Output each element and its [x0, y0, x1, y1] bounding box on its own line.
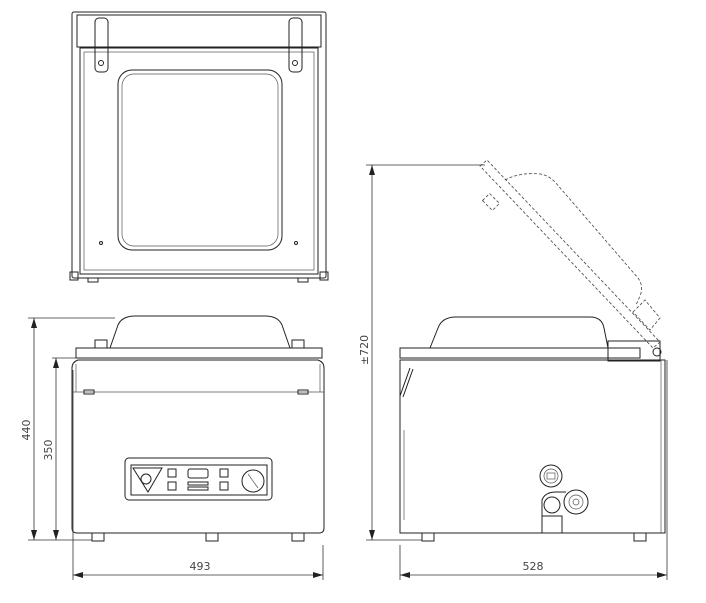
dimension-label-open-height: ±720	[358, 335, 371, 365]
hinge-plate-left	[94, 17, 109, 73]
dimension-label-width: 493	[190, 560, 211, 573]
connector-ports	[539, 464, 589, 534]
top-view	[69, 11, 329, 283]
open-lid-outline	[479, 159, 661, 349]
dimension-493: 493	[72, 370, 324, 580]
control-panel	[124, 457, 273, 501]
dimension-720: ±720	[358, 164, 485, 541]
dimension-label-depth: 528	[523, 560, 544, 573]
dimension-350: 350	[42, 357, 76, 540]
dimension-528: 528	[399, 360, 668, 580]
dimension-label-height-total: 440	[20, 420, 33, 441]
side-view	[399, 159, 666, 542]
dimension-440: 440	[20, 317, 115, 541]
hinge-plate-right	[288, 17, 303, 73]
front-view	[71, 315, 325, 542]
dimension-label-height-body: 350	[42, 440, 55, 461]
